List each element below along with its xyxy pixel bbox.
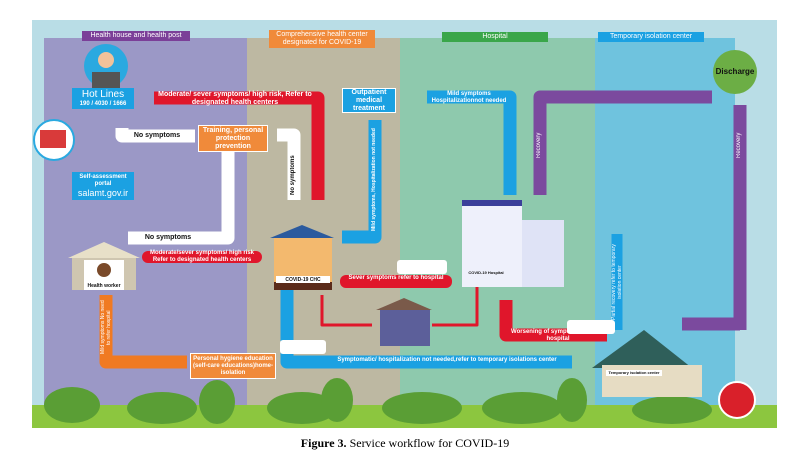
- personal-hygiene-box: Personal hygiene education (self-care ed…: [190, 353, 276, 379]
- arrow-worsening: [499, 300, 607, 342]
- arrow-mild-outpatient: [342, 120, 382, 244]
- self-assessment-title: Self-assessment portal: [79, 174, 127, 187]
- self-assessment-box: Self-assessment portal salamt.gov.ir: [72, 172, 134, 200]
- label-symptomatic: Symptomatic/ hospitalization not needed,…: [337, 357, 557, 363]
- isolation-sign: Temporary isolation center: [606, 370, 662, 376]
- self-assessment-url: salamt.gov.ir: [77, 188, 129, 198]
- chc-sign: COVID-19 CHC: [276, 276, 330, 283]
- hotlines-numbers: 190 / 4030 / 1666: [79, 101, 127, 107]
- label-no-symptoms-2: No symptoms: [144, 234, 192, 241]
- label-mild-outpatient: Mild symptoms, Hospitalization not neede…: [371, 128, 377, 232]
- arrow-mild-no-refer: [99, 295, 187, 369]
- label-recovery-1: Recovery: [536, 132, 542, 158]
- hotlines-box: Hot Lines 190 / 4030 / 1666: [72, 88, 134, 109]
- label-no-symptoms-1: No symptoms: [133, 132, 181, 139]
- header-isolation: Temporary isolation center: [598, 32, 704, 42]
- header-health-house: Health house and health post: [82, 31, 190, 41]
- arrow-moderate-worker: [142, 251, 262, 263]
- label-mild-no-refer: Mild symptoms No need to refer hospital: [100, 300, 112, 355]
- label-moderate-top: Moderate/ sever symptoms/ high risk, Ref…: [158, 91, 312, 106]
- label-partial-recovery: Partial recovery refer to temporary isol…: [611, 244, 623, 320]
- arrow-no-symptoms-1: [115, 128, 195, 143]
- covid-logo: [718, 381, 756, 419]
- label-mild-hospital: Mild symptoms Hospitalizationnot needed: [431, 91, 507, 104]
- hotlines-title: Hot Lines: [81, 89, 125, 100]
- arrow-sever-refer: [340, 275, 452, 288]
- label-worsening: Worsening of symptoms /refer to hospital: [511, 329, 605, 342]
- arrow-moderate-top: [154, 91, 325, 200]
- figure-caption: Figure 3. Service workflow for COVID-19: [0, 436, 810, 451]
- label-moderate-worker: Moderate/sever symptoms/ high risk Refer…: [149, 250, 255, 263]
- label-sever-refer: Sever symptoms refer to hospital: [348, 275, 444, 281]
- health-worker-house-icon: [68, 242, 140, 290]
- label-recovery-2: Recovery: [736, 132, 742, 158]
- discharge-label: Discharge: [715, 67, 755, 76]
- discharge-circle: [713, 50, 757, 94]
- arrow-no-symptoms-2: [128, 140, 235, 245]
- small-house-icon: [376, 298, 432, 346]
- arrows-chc-house: [320, 285, 479, 327]
- arrow-no-symptoms-3: [277, 128, 301, 200]
- diagram-graphics: [32, 38, 777, 428]
- arrow-recovery-1: [533, 90, 712, 195]
- caption-text: Service workflow for COVID-19: [346, 436, 510, 450]
- label-no-symptoms-3: No symptoms: [290, 155, 296, 195]
- trees: [44, 378, 712, 424]
- hospital-sign: COVID-19 Hospital: [468, 270, 504, 275]
- hospital-building-icon: [462, 200, 564, 287]
- health-worker-label: Health worker: [87, 283, 121, 289]
- header-hospital: Hospital: [442, 32, 548, 42]
- training-box: Training, personal protection prevention: [198, 125, 268, 152]
- arrow-mild-hospital: [427, 90, 517, 195]
- header-chc: Comprehensive health center designated f…: [269, 30, 375, 48]
- ambulance-icon: [280, 260, 615, 354]
- arrow-symptomatic: [280, 290, 572, 369]
- caption-label: Figure 3.: [300, 436, 347, 450]
- workflow-figure: Health house and health post Comprehensi…: [32, 20, 777, 428]
- outpatient-box: Outpatient medical treatment: [342, 88, 396, 113]
